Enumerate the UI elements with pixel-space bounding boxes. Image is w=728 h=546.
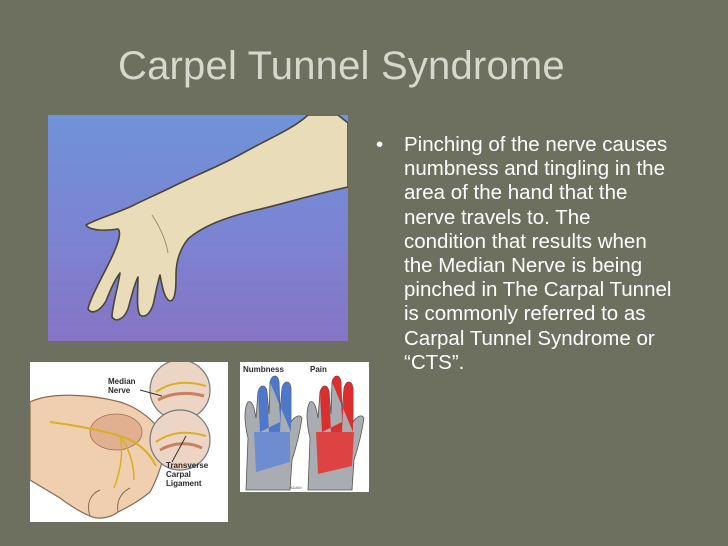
carpal-tunnel-diagram: Median Nerve Transverse Carpal Ligament bbox=[30, 362, 228, 522]
arm-hand-drawing bbox=[85, 115, 348, 321]
bullet-text: Pinching of the nerve causes numbness an… bbox=[404, 133, 672, 374]
transverse-label-line3: Ligament bbox=[166, 479, 202, 488]
image-credit: ADAM bbox=[290, 485, 302, 490]
transverse-label-line2: Carpal bbox=[166, 470, 191, 479]
median-nerve-label-line1: Median bbox=[108, 377, 136, 386]
transverse-label-line1: Transverse bbox=[166, 461, 209, 470]
bullet-marker: • bbox=[376, 133, 384, 156]
pain-label: Pain bbox=[310, 365, 327, 374]
bullet-item: • Pinching of the nerve causes numbness … bbox=[376, 133, 676, 375]
numbness-pain-diagram: Numbness Pain ADAM bbox=[240, 362, 369, 492]
slide-title: Carpel Tunnel Syndrome bbox=[118, 44, 565, 88]
arm-illustration bbox=[48, 115, 348, 341]
numbness-label: Numbness bbox=[243, 365, 284, 374]
median-nerve-label-line2: Nerve bbox=[108, 386, 131, 395]
bullet-list: • Pinching of the nerve causes numbness … bbox=[376, 133, 676, 375]
carpal-tunnel-drawing: Median Nerve Transverse Carpal Ligament bbox=[30, 362, 211, 519]
numbness-pain-drawing: Numbness Pain ADAM bbox=[243, 365, 365, 491]
